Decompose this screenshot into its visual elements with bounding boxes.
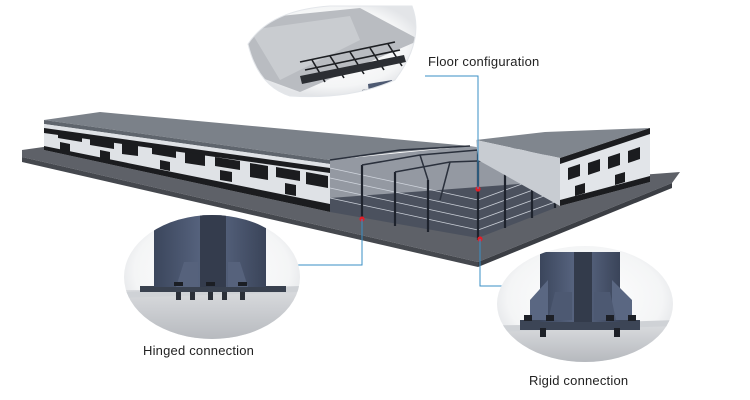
leader-rigid [479,239,505,287]
rigid-connection-label: Rigid connection [529,373,629,388]
leader-floor [425,75,479,189]
wall-panels [44,128,330,212]
leader-lines [298,75,505,287]
floor-detail [247,5,417,98]
right-block [476,128,650,206]
leader-hinged [298,219,363,266]
left-hall-roof [44,112,470,160]
building [22,112,680,267]
rigid-detail [497,246,673,362]
hinged-connection-label: Hinged connection [143,343,255,358]
hinged-detail [124,215,300,339]
floor-configuration-label: Floor configuration [428,54,540,69]
